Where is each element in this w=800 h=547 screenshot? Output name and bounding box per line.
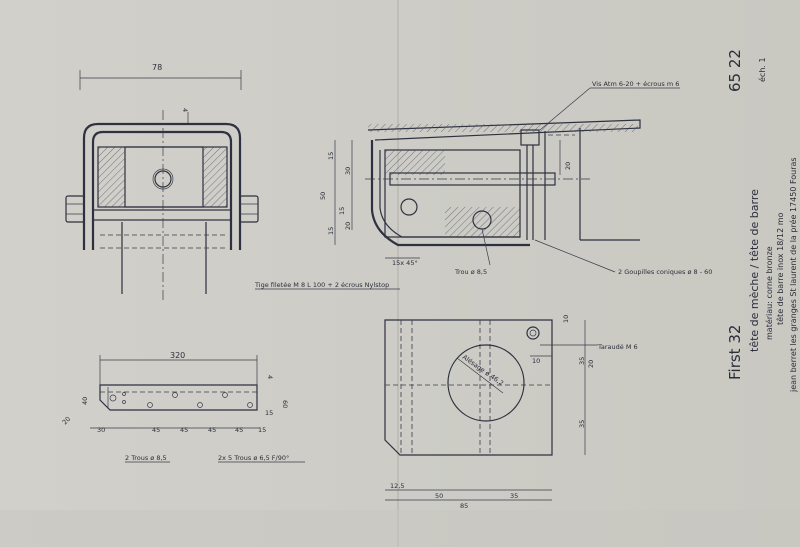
bore-circle (447, 344, 525, 422)
dim-plan-35a: 35 (578, 357, 586, 365)
tapped-hole (526, 326, 540, 340)
dim-bar-45b: 45 (180, 426, 188, 434)
bar-body (99, 384, 258, 411)
dim-bar-20: 20 (61, 415, 73, 427)
plan-body (384, 319, 553, 456)
left-nut (65, 195, 85, 223)
bracket-outer (82, 122, 242, 250)
note-taraude: Taraudé M 6 (597, 343, 638, 351)
dim-side-15c: 15 (338, 207, 346, 215)
right-nut (239, 195, 259, 223)
note-trous-bar1: 2 Trous ø 8,5 (125, 454, 167, 462)
dim-bar-30: 30 (97, 426, 105, 434)
dim-plan-35c: 35 (510, 492, 518, 500)
drawing-number: 65 22 (726, 49, 744, 92)
dim-plan-10b: 10 (532, 357, 540, 365)
dim-bar-60: 60 (281, 400, 289, 408)
bolt-head (520, 129, 540, 146)
front-block (124, 146, 204, 208)
bottom-fold-shade (0, 510, 800, 547)
dim-plan-10: 10 (562, 315, 570, 323)
dim-plan-35b: 35 (578, 420, 586, 428)
dim-side-20b: 20 (564, 162, 572, 170)
dim-bar-15: 15 (265, 409, 273, 417)
dim-bar-45d: 45 (235, 426, 243, 434)
title-line1: First 32 (726, 325, 744, 380)
dim-plan-85: 85 (460, 502, 468, 510)
dim-bar-40: 40 (81, 397, 89, 405)
dim-side-15b: 15 (327, 227, 335, 235)
dim-bar-4: 4 (266, 375, 274, 379)
dim-side-50: 50 (319, 192, 327, 200)
front-view: 78 4 (65, 63, 259, 300)
title-block: 65 22 éch. 1 First 32 tête de mèche / tê… (726, 49, 798, 393)
title-line2: tête de mèche / tête de barre (748, 189, 761, 352)
note-vis: Vis Atm 6-20 + écrous m 6 (592, 80, 679, 88)
dim-bar-320: 320 (170, 351, 185, 360)
dim-front-gap: 4 (181, 108, 189, 112)
dim-plan-50: 50 (435, 492, 443, 500)
dim-side-30: 30 (344, 167, 352, 175)
note-trou: Trou ø 8,5 (454, 268, 487, 276)
dim-bar-45c: 45 (208, 426, 216, 434)
title-line3: matériau: corne bronze (764, 246, 774, 340)
label-alesage: Alésage ø 46,2 (461, 353, 505, 387)
side-view: 50 15 15 30 20 15 20 15x 45° Vis Atm 6-2… (319, 80, 712, 276)
plan-view: Alésage ø 46,2 Taraudé M 6 10 10 35 20 3… (384, 315, 638, 510)
dim-side-20: 20 (344, 222, 352, 230)
dim-side-15a: 15 (327, 152, 335, 160)
note-tige: Tige filetée M 8 L 100 + 2 écrous Nylsto… (254, 281, 389, 289)
title-line5: jean berret les granges St laurent de la… (788, 157, 798, 393)
dim-bar-15b: 15 (258, 426, 266, 434)
scale-label: éch. 1 (757, 57, 767, 82)
dim-plan-12-5: 12,5 (390, 482, 404, 490)
head-outline (370, 140, 530, 247)
note-goupilles: 2 Goupilles coniques ø 8 - 60 (618, 268, 712, 276)
dim-bar-45a: 45 (152, 426, 160, 434)
bracket-inner (91, 130, 233, 250)
note-trous-bar2: 2x 5 Trous ø 6,5 F/90° (218, 454, 289, 462)
dim-plan-20: 20 (587, 360, 595, 368)
title-line4: tête de barre inox 18/12 mo (775, 212, 785, 325)
bar-view: 320 40 60 4 15 20 30 45 45 45 45 15 2 Tr… (61, 351, 305, 463)
side-block (384, 149, 521, 238)
side-hole-left (400, 198, 418, 216)
dim-front-width: 78 (152, 63, 162, 72)
dim-chamfer: 15x 45° (392, 259, 418, 267)
threaded-rod (92, 209, 232, 221)
